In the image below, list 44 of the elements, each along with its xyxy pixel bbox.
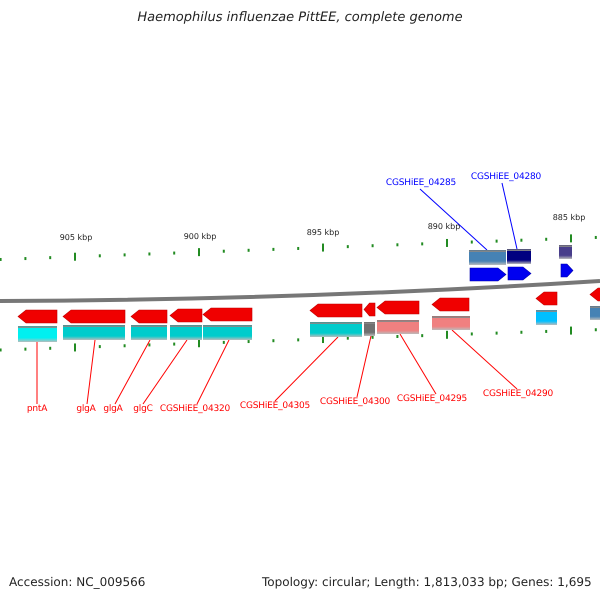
feature-box [507, 249, 531, 264]
gene-label: CGSHiEE_04285 [386, 178, 456, 189]
gene-label: glgA [103, 404, 123, 415]
scale-label: 900 kbp [184, 232, 216, 241]
title: Haemophilus influenzae PittEE, complete genome [136, 10, 464, 25]
gene-label: CGSHiEE_04295 [396, 394, 468, 405]
scale-label: 890 kbp [428, 222, 460, 231]
feature-box [18, 326, 57, 342]
footer-text: Accession: NC_009566 [9, 575, 146, 589]
leader-line [86, 340, 96, 404]
feature-box [469, 250, 506, 265]
leader-line [274, 336, 338, 402]
feature-box [377, 320, 419, 334]
footer-text: Topology: circular; Length: 1,813,033 bp; Genes: 1,695 [262, 575, 592, 589]
leader-line [400, 334, 436, 394]
gene-label: glgC [133, 404, 153, 415]
gene-label: CGSHiEE_04305 [240, 401, 310, 412]
gene-label: glgA [76, 404, 96, 415]
feature-box [536, 310, 557, 325]
feature-box [364, 322, 375, 336]
gene-label: CGSHiEE_04300 [320, 397, 390, 408]
leader-line [356, 336, 372, 398]
leader-line [452, 330, 518, 390]
scale-label: 885 kbp [552, 213, 586, 222]
feature-box [63, 325, 125, 340]
feature-box [170, 325, 202, 340]
feature-box [131, 325, 167, 340]
gene-label: pntA [26, 404, 48, 415]
leader-line [114, 340, 150, 404]
gene-label: CGSHiEE_04280 [470, 172, 542, 183]
leader-line [502, 182, 518, 250]
leader-line [420, 188, 488, 250]
feature-box [432, 316, 470, 330]
feature-box [203, 325, 252, 340]
feature-box [559, 245, 572, 259]
feature-box [590, 306, 600, 320]
leader-line [142, 340, 188, 404]
leader-line [36, 342, 38, 404]
leader-line [196, 340, 230, 404]
feature-box [310, 322, 362, 337]
gene-label: CGSHiEE_04320 [160, 404, 230, 415]
gene-label: CGSHiEE_04290 [482, 389, 554, 400]
scale-label: 895 kbp [306, 228, 340, 237]
scale-label: 905 kbp [60, 233, 92, 242]
